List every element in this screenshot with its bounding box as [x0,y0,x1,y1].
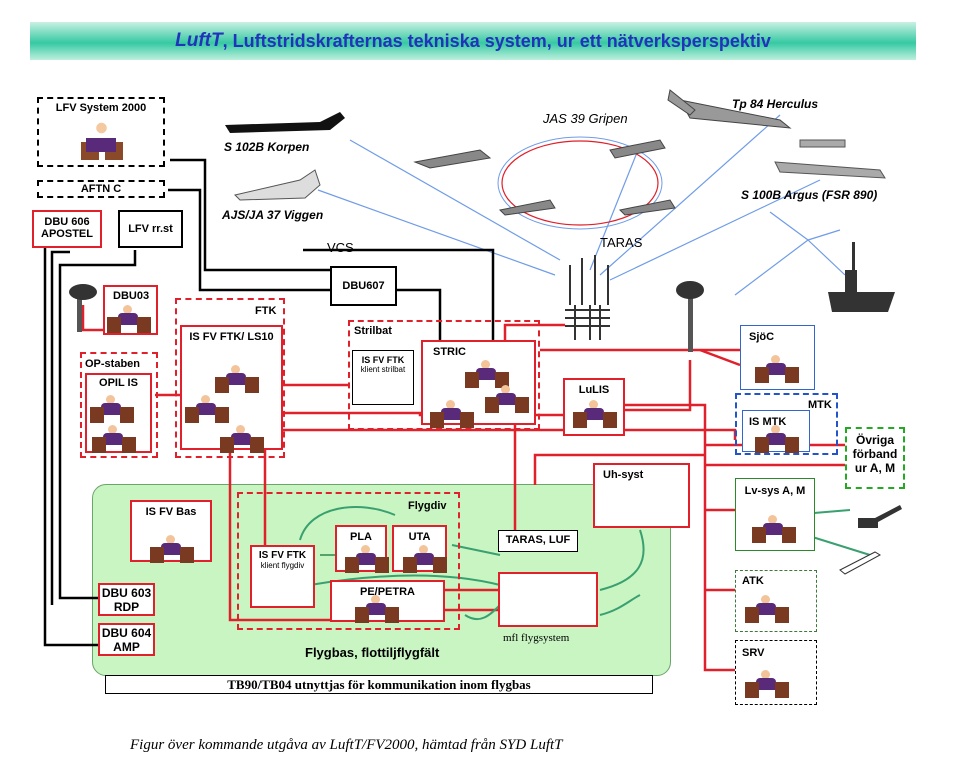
node-label: Uh-syst [603,469,644,481]
aircraft-argus [774,139,886,179]
node-label: UTA [408,531,431,543]
node-dbu606: DBU 606 APOSTEL [32,210,102,248]
aircraft-hercules [667,89,792,129]
node-label: DBU 604 AMP [101,626,152,654]
node-lv-sys: Lv-sys A, M [735,478,815,551]
node-label: DBU03 [113,290,150,302]
node-label: Övriga förband ur A, M [852,433,898,475]
label-korpen: S 102B Korpen [224,140,310,154]
node-label: LFV rr.st [128,223,173,235]
label-ftk: FTK [255,305,277,317]
operator-workstation-icon [755,425,799,453]
title-brand: LuftT [175,30,223,51]
node-is-fv-ftk: IS FV FTK/ LS10 [180,325,283,450]
operator-workstation-icon [465,360,509,388]
node-label: ATK [742,575,764,587]
node-sublabel: klient strilbat [360,365,406,374]
footer-note: TB90/TB04 utnyttjas för kommunikation in… [105,675,653,694]
operator-workstation-icon [403,545,447,573]
node-label: DBU607 [342,280,385,292]
node-label: STRIC [433,346,466,358]
node-flygsystem [498,572,598,627]
node-lfv-system-2000: LFV System 2000 [37,97,165,167]
node-is-fv-ftk-strilbat: IS FV FTK klient strilbat [352,350,414,405]
node-dbu604: DBU 604 AMP [98,623,155,656]
group-ftk [175,298,285,458]
node-label: SjöC [749,331,775,343]
node-label: OPIL IS [99,377,138,389]
operator-workstation-icon [215,365,259,393]
node-lfv-rrst: LFV rr.st [118,210,183,248]
operator-workstation-icon [573,400,617,428]
gun-icon [858,505,902,528]
operator-workstation-icon [745,595,789,623]
operator-workstation-icon [485,385,529,413]
operator-workstation-icon [355,595,399,623]
group-flygdiv [237,492,460,630]
ship-icon [828,242,895,312]
operator-workstation-icon [755,355,799,383]
node-aftn-c: AFTN C [37,180,165,198]
node-label: LFV System 2000 [55,102,147,114]
node-label: LuLIS [578,384,610,396]
node-dbu607: DBU607 [330,266,397,306]
label-strilbat: Strilbat [354,325,392,337]
label-vcs: VCS [327,240,354,255]
node-is-fv-ftk-flygdiv: IS FV FTK klient flygdiv [250,545,315,608]
label-gripen: JAS 39 Gripen [543,111,628,126]
operator-workstation-icon [745,670,789,698]
title-banner: LuftT , Luftstridskrafternas tekniska sy… [30,22,916,60]
node-label: DBU 603 RDP [101,586,152,614]
node-label: Lv-sys A, M [744,485,806,497]
node-label: IS FV FTK [361,355,405,365]
antenna-icon [565,255,610,340]
label-taras: TARAS [600,235,643,250]
node-sublabel: klient flygdiv [260,561,305,570]
node-stric: STRIC [421,340,536,425]
operator-workstation-icon [752,515,796,543]
title-text: , Luftstridskrafternas tekniska system, … [222,30,771,51]
node-label: IS FV FTK/ LS10 [189,331,274,343]
operator-workstation-icon [345,545,389,573]
aircraft-viggen [234,169,321,201]
operator-workstation-icon [90,395,134,423]
operator-workstation-icon [430,400,474,428]
group-strilbat [348,320,540,430]
group-mtk [735,393,838,455]
label-flygbas: Flygbas, flottiljflygfält [305,645,440,660]
aircraft-gripen [413,139,676,216]
label-viggen: AJS/JA 37 Viggen [222,208,324,222]
label-flygsystem: mfl flygsystem [503,632,570,644]
label-op-staben: OP-staben [85,358,141,370]
group-op-staben [80,352,158,458]
node-label: PLA [350,531,372,543]
node-label: TARAS, LUF [505,534,571,546]
aircraft-korpen [225,112,345,133]
operator-workstation-icon [92,425,136,453]
node-label: SRV [742,647,765,659]
label-argus: S 100B Argus (FSR 890) [741,188,878,202]
label-mtk: MTK [808,399,832,411]
node-dbu603: DBU 603 RDP [98,583,155,616]
operator-workstation-icon [150,535,194,563]
node-ovriga: Övriga förband ur A, M [845,427,905,489]
node-taras-luf: TARAS, LUF [498,530,578,552]
missile-icon [839,551,882,575]
node-label: AFTN C [80,183,122,195]
operator-workstation-icon [185,395,229,423]
node-label: IS FV FTK [258,550,307,561]
node-label: DBU 606 APOSTEL [41,216,93,240]
node-uh-syst: Uh-syst [593,463,690,528]
label-hercules: Tp 84 Herculus [732,97,819,111]
operator-workstation-icon [107,305,151,333]
operator-workstation-icon [73,120,129,160]
label-flygdiv: Flygdiv [408,500,447,512]
figure-caption: Figur över kommande utgåva av LuftT/FV20… [130,737,563,753]
node-label: IS FV Bas [145,506,197,518]
radar-tower-icon [69,281,704,352]
operator-workstation-icon [220,425,264,453]
